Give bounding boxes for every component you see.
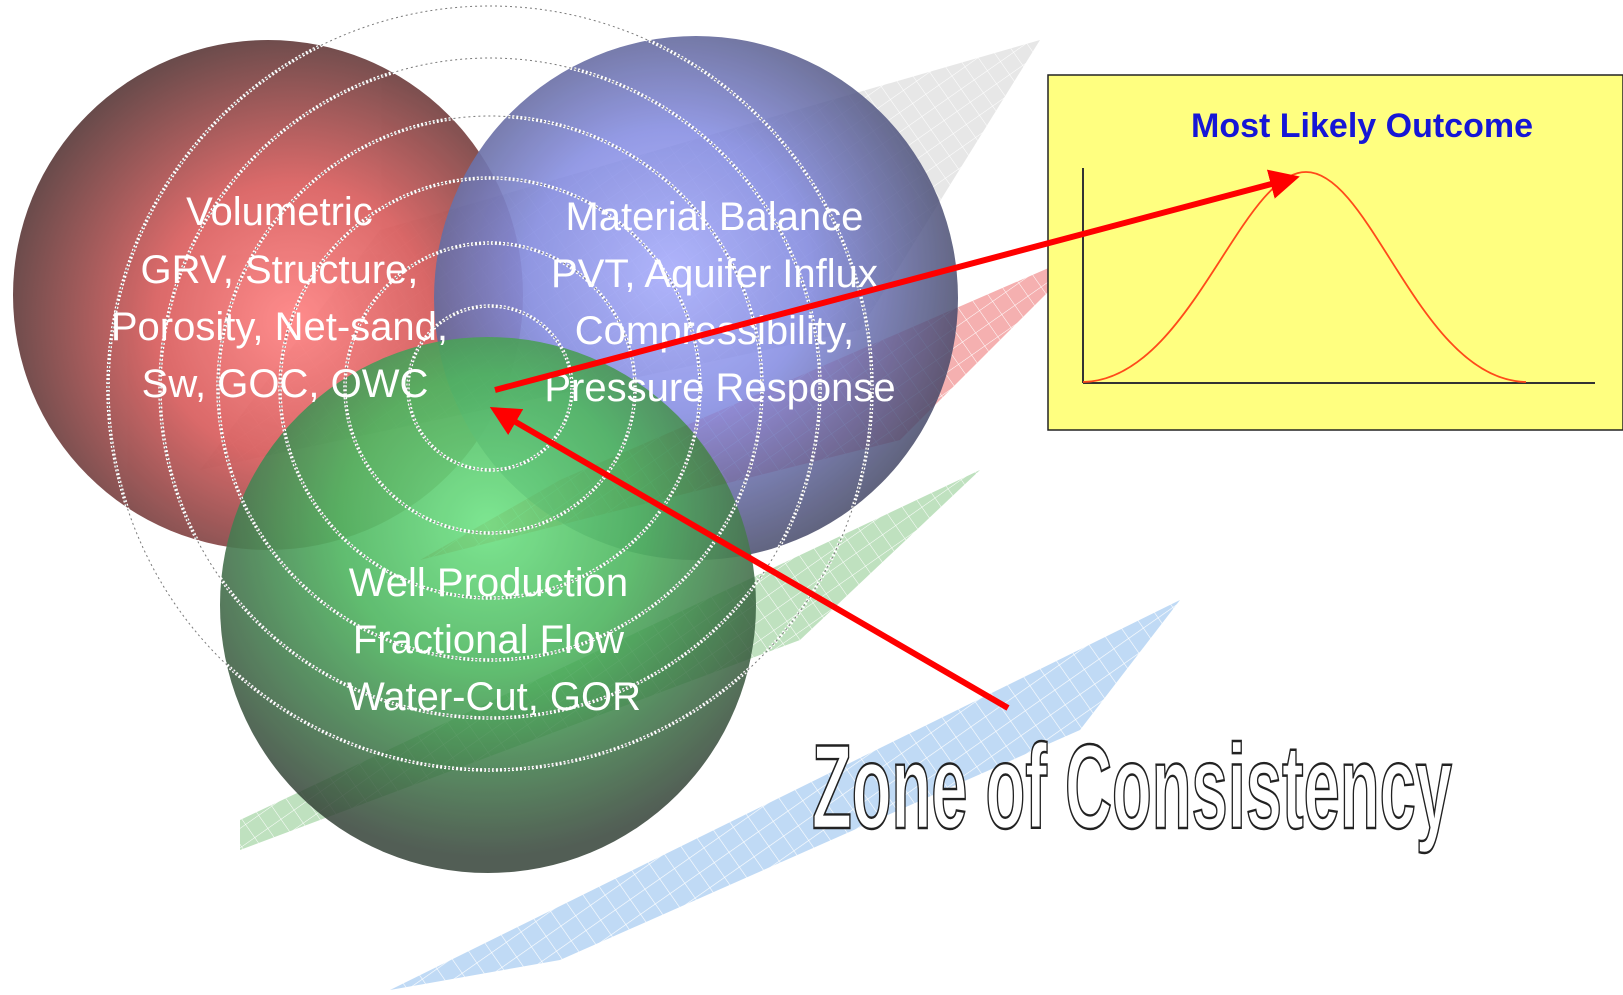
outcome-box-title: Most Likely Outcome <box>1191 107 1533 145</box>
blue-ribbon <box>390 600 1180 990</box>
arrow-from-zone-label <box>489 406 1010 711</box>
bell-curve <box>1082 171 1527 383</box>
ring-shadows <box>107 5 873 771</box>
arrow-to-peak <box>494 169 1300 393</box>
outcome-box: Most Likely Outcome <box>1047 74 1623 431</box>
material-balance-label: Material Balance PVT, Aquifer Influx Com… <box>544 195 895 410</box>
venn-circles <box>13 36 958 873</box>
zone-of-consistency-label: Zone of Consistency <box>812 720 1452 854</box>
arrows <box>489 169 1300 711</box>
well-production-label: Well Production Fractional Flow Water-Cu… <box>347 561 641 719</box>
volumetric-label: Volumetric GRV, Structure, Porosity, Net… <box>111 190 459 406</box>
well-production-circle <box>220 337 756 873</box>
outcome-box-background <box>1047 74 1623 431</box>
